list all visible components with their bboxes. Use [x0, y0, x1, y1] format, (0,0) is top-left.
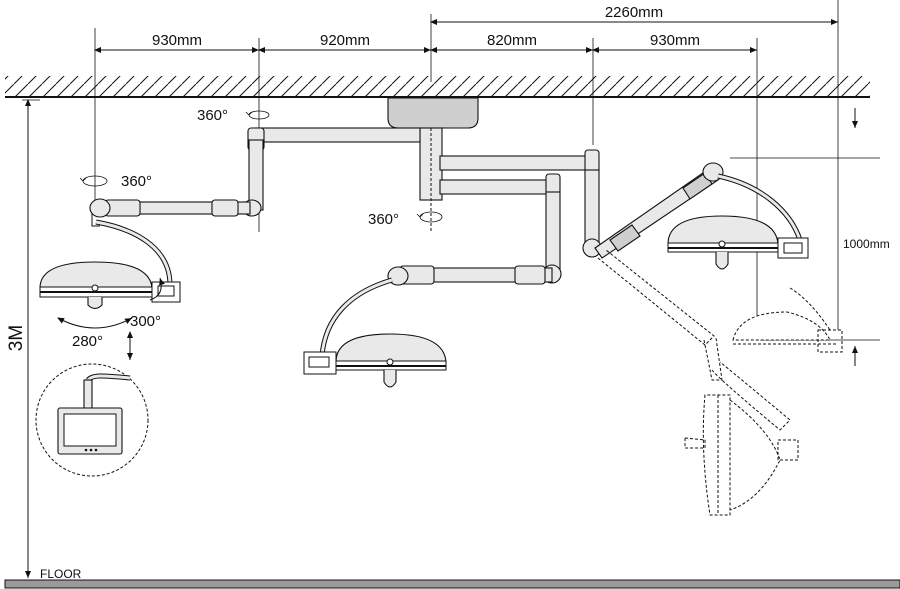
- rotation-label-center: 360°: [368, 211, 399, 228]
- dim-seg4: 930mm: [650, 32, 700, 49]
- head-tilt-label: 300°: [130, 313, 161, 330]
- left-arm: [89, 127, 421, 286]
- dim-seg1: 930mm: [152, 32, 202, 49]
- rotation-label-top: 360°: [197, 107, 228, 124]
- rotation-icon-top: [245, 110, 270, 120]
- rotation-label-left: 360°: [121, 173, 152, 190]
- tilt-arrow-300: [149, 277, 165, 301]
- floor-label: FLOOR: [40, 567, 82, 581]
- center-arm: [319, 173, 562, 357]
- dim-vertical: 1000mm: [843, 237, 890, 251]
- monitor-detail: [35, 363, 149, 477]
- center-lamp-head: [303, 333, 447, 388]
- left-lamp-head: [39, 261, 181, 310]
- right-arm: [439, 149, 803, 259]
- floor-line: [4, 579, 900, 589]
- dashed-range-positions: [597, 249, 843, 516]
- dim-seg2: 920mm: [320, 32, 370, 49]
- right-lamp-head: [667, 215, 809, 270]
- height-label: 3M: [6, 325, 27, 351]
- rotation-icon-center: [416, 211, 443, 223]
- rotate-arrow-280: [57, 317, 133, 329]
- dim-seg3: 820mm: [487, 32, 537, 49]
- dim-total: 2260mm: [605, 4, 663, 21]
- head-rotate-label: 280°: [72, 333, 103, 350]
- ceiling: [5, 76, 870, 98]
- height-dimension: [22, 99, 40, 578]
- rotation-icon-left: [79, 175, 108, 187]
